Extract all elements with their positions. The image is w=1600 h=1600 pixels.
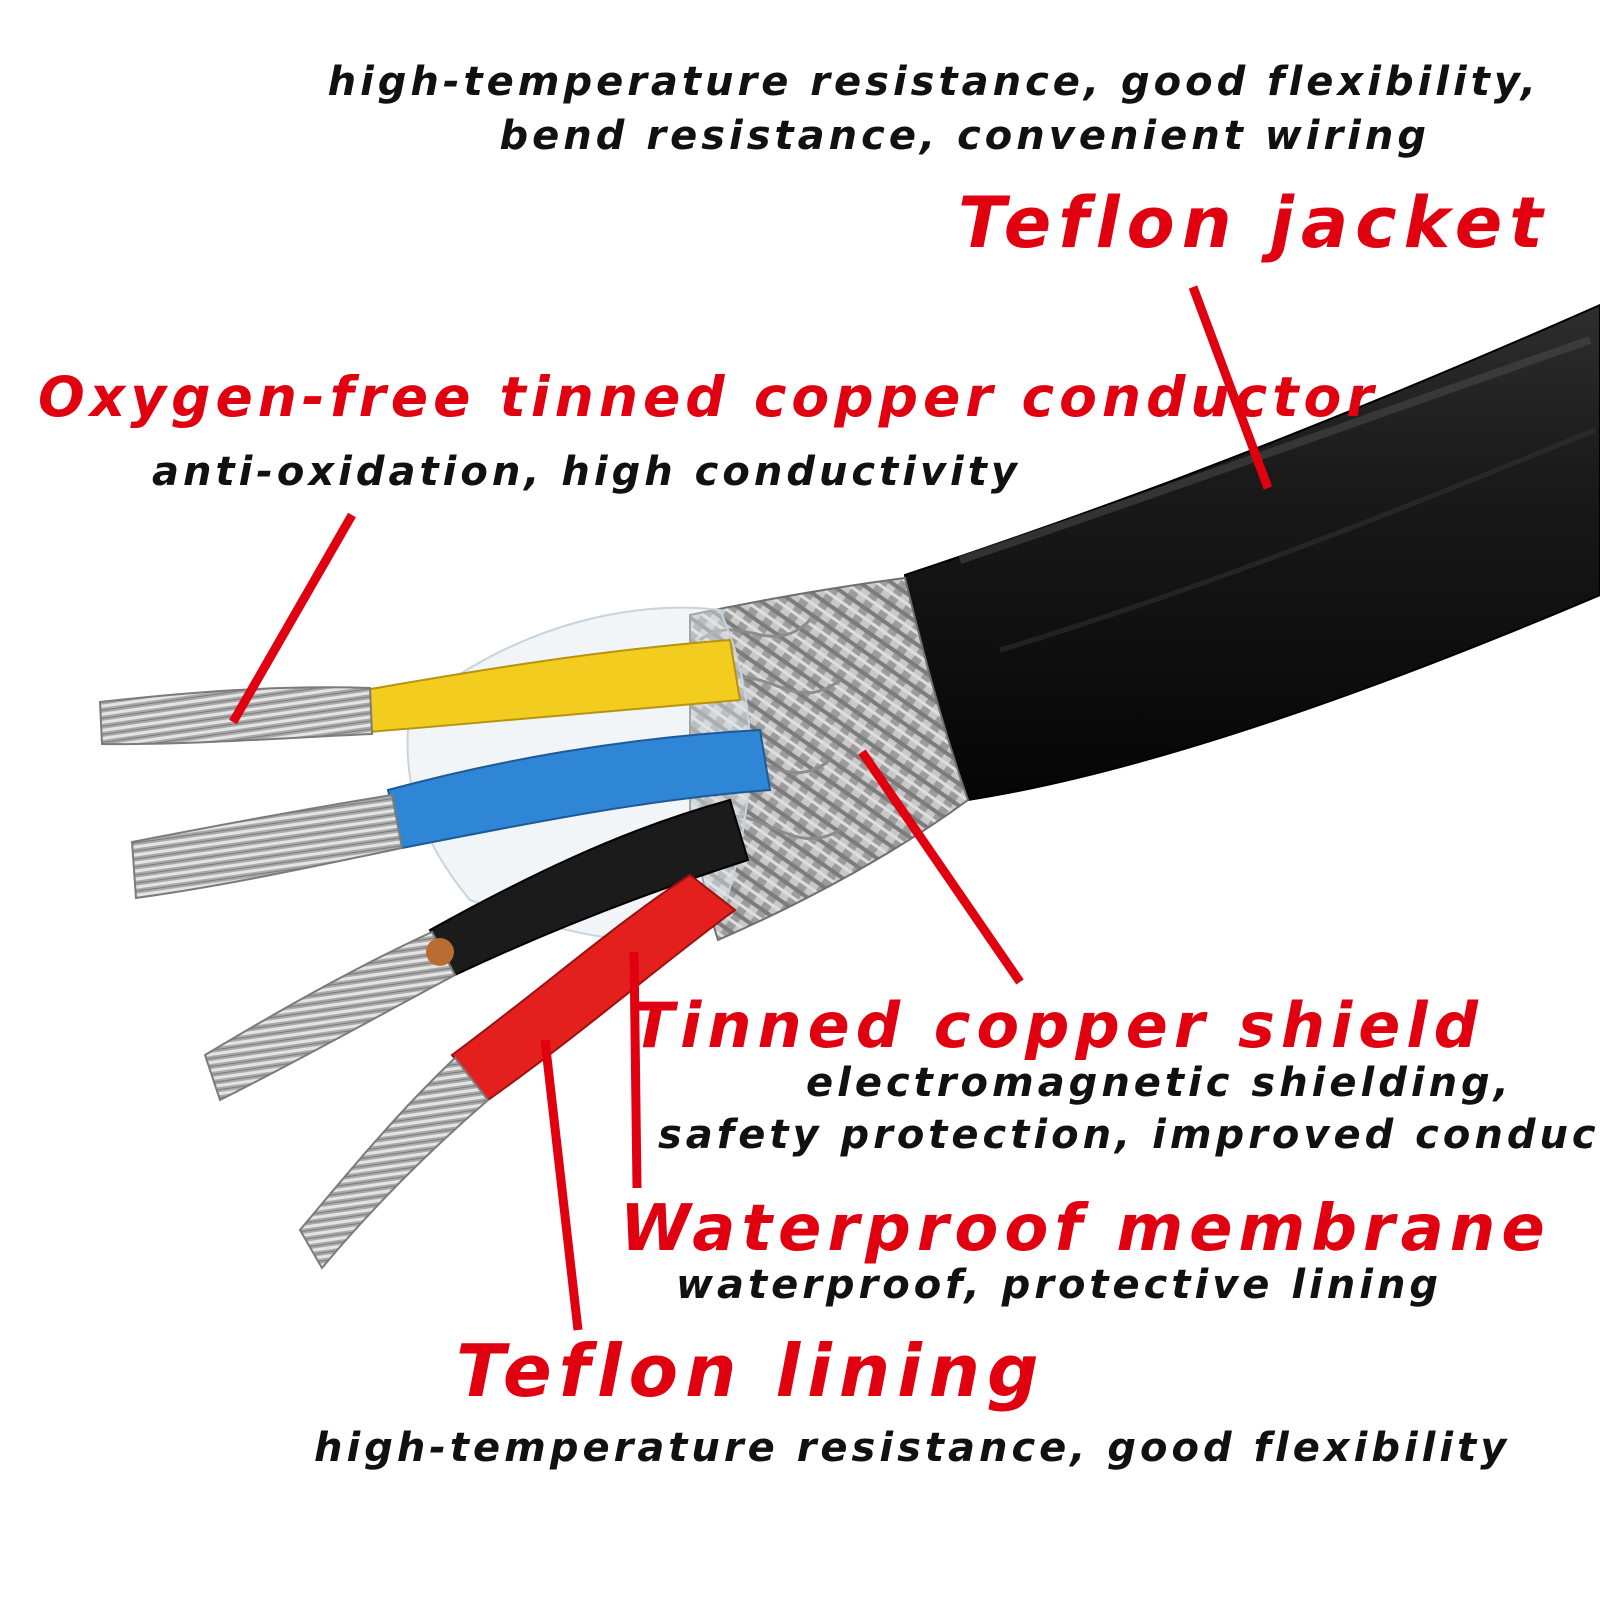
pointer-conductor	[229, 512, 356, 725]
red-wire-conductor	[298, 1056, 490, 1270]
lining-description: high-temperature resistance, good flexib…	[314, 1425, 1511, 1471]
shield-description-line2: safety protection, improved conductivity	[658, 1112, 1600, 1158]
lining-title: Teflon lining	[456, 1329, 1046, 1413]
blue-wire-conductor	[130, 793, 404, 900]
copper-tip	[426, 938, 454, 966]
loose-shield-strands	[699, 618, 841, 841]
jacket-highlight	[999, 427, 1596, 653]
conductor-title: Oxygen-free tinned copper conductor	[38, 365, 1379, 429]
jacket-title: Teflon jacket	[958, 182, 1550, 264]
pointer-lining	[540, 1039, 583, 1331]
black-wire-conductor	[203, 930, 457, 1102]
shield-description-line1: electromagnetic shielding,	[806, 1060, 1513, 1106]
jacket-description-line1: high-temperature resistance, good flexib…	[327, 59, 1540, 105]
blue-wire	[386, 728, 772, 850]
black-wire	[428, 798, 750, 977]
membrane-description: waterproof, protective lining	[676, 1262, 1443, 1308]
pointer-shield	[858, 749, 1024, 985]
pointer-membrane	[629, 951, 642, 1189]
membrane-title: Waterproof membrane	[620, 1192, 1551, 1266]
yellow-wire	[363, 638, 742, 734]
shield-title: Tinned copper shield	[631, 989, 1484, 1062]
red-wire	[450, 873, 737, 1102]
jacket-description-line2: bend resistance, convenient wiring	[499, 113, 1430, 159]
conductor-description: anti-oxidation, high conductivity	[152, 449, 1021, 495]
pointer-teflon-jacket	[1188, 285, 1273, 490]
